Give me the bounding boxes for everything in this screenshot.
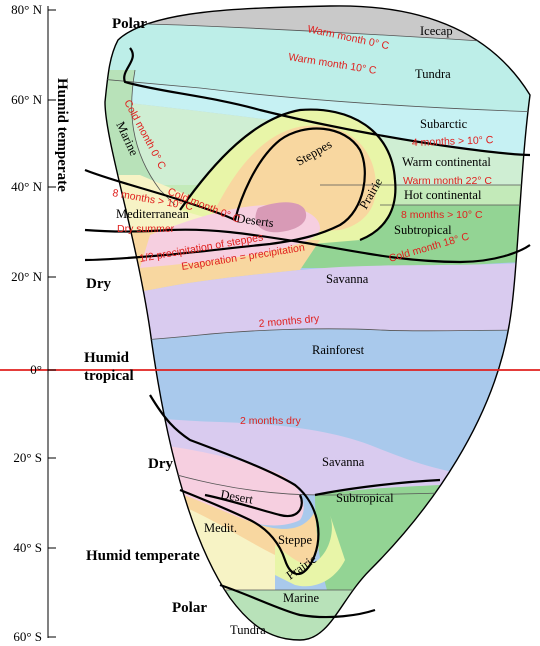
group-dry-south: Dry [148, 456, 173, 472]
latitude-label: 60° N [11, 92, 42, 107]
zone-hot-continental: Hot continental [404, 188, 482, 202]
zone-subarctic: Subarctic [420, 117, 468, 131]
zone-desert-south: Desert [219, 487, 254, 507]
latitude-label: 80° N [11, 2, 42, 17]
group-polar-south: Polar [172, 600, 207, 616]
group-polar-north: Polar [112, 16, 147, 32]
continent-outline [104, 5, 531, 641]
fill-prairie-s [275, 515, 345, 587]
latitude-label: 60° S [13, 629, 42, 644]
fill-marine-s [105, 590, 530, 640]
zone-savanna-south: Savanna [322, 455, 365, 469]
boundary-cold-18 [84, 228, 531, 264]
boundary-south-upper [149, 394, 320, 576]
group-humid-tropical: Humid [84, 350, 130, 366]
zone-mediterranean: Mediterranean [116, 207, 190, 221]
latitude-label: 20° S [13, 450, 42, 465]
boundary-warm-10 [105, 69, 530, 113]
group-humid-temperate-south: Humid temperate [86, 548, 200, 564]
boundary-prairie-n [179, 108, 397, 242]
zone-savanna-north: Savanna [326, 272, 369, 286]
zone-rainforest: Rainforest [312, 343, 365, 357]
zone-subtropical-north: Subtropical [394, 223, 452, 237]
latitude-label: 40° N [11, 179, 42, 194]
latitude-label: 0° [30, 362, 42, 377]
boundary-2-months-n [105, 328, 530, 349]
fill-tundra-n [105, 20, 530, 112]
fill-marine-n [105, 70, 175, 205]
note-4-months: 4 months > 10° C [412, 134, 494, 149]
zone-tundra-south: Tundra [230, 623, 266, 637]
latitude-ticks: 80° N 60° N 40° N 20° N 0° 20° S 40° S 60° S [11, 2, 56, 644]
group-humid-temperate-north: Humid temperate [54, 78, 70, 192]
zone-warm-continental: Warm continental [402, 155, 491, 169]
boundary-south-lower [219, 583, 376, 619]
boundary-cold-0-mid [84, 127, 366, 262]
note-8-months-right: 8 months > 10° C [401, 209, 483, 221]
note-2-months-dry-north: 2 months dry [258, 313, 320, 330]
note-warm-month-22: Warm month 22° C [403, 175, 492, 187]
boundary-south-subtropical [314, 478, 441, 497]
latitude-label: 20° N [11, 269, 42, 284]
zone-icecap: Icecap [420, 24, 453, 38]
zone-subtropical-south: Subtropical [336, 491, 394, 505]
group-humid-tropical-2: tropical [84, 368, 134, 384]
zone-tundra-north: Tundra [415, 67, 451, 81]
latitude-axis: 80° N 60° N 40° N 20° N 0° 20° S 40° S 60° S [11, 2, 56, 644]
zone-marine-south: Marine [283, 591, 320, 605]
fill-desert-core [255, 202, 307, 233]
boundary-polar-humid-n [123, 47, 531, 157]
fill-desert-s [160, 445, 304, 526]
note-dry-summer: Dry summer [117, 223, 175, 235]
fill-steppe-s [170, 490, 322, 569]
latitude-label: 40° S [13, 540, 42, 555]
thick-boundaries [84, 47, 531, 619]
group-dry-north: Dry [86, 276, 111, 292]
boundary-south-pocket [204, 493, 303, 518]
zone-steppe-south: Steppe [278, 533, 312, 547]
zone-medit-south: Medit. [204, 521, 237, 535]
zone-deserts: Deserts [236, 211, 275, 230]
note-2-months-dry-south: 2 months dry [240, 415, 301, 427]
